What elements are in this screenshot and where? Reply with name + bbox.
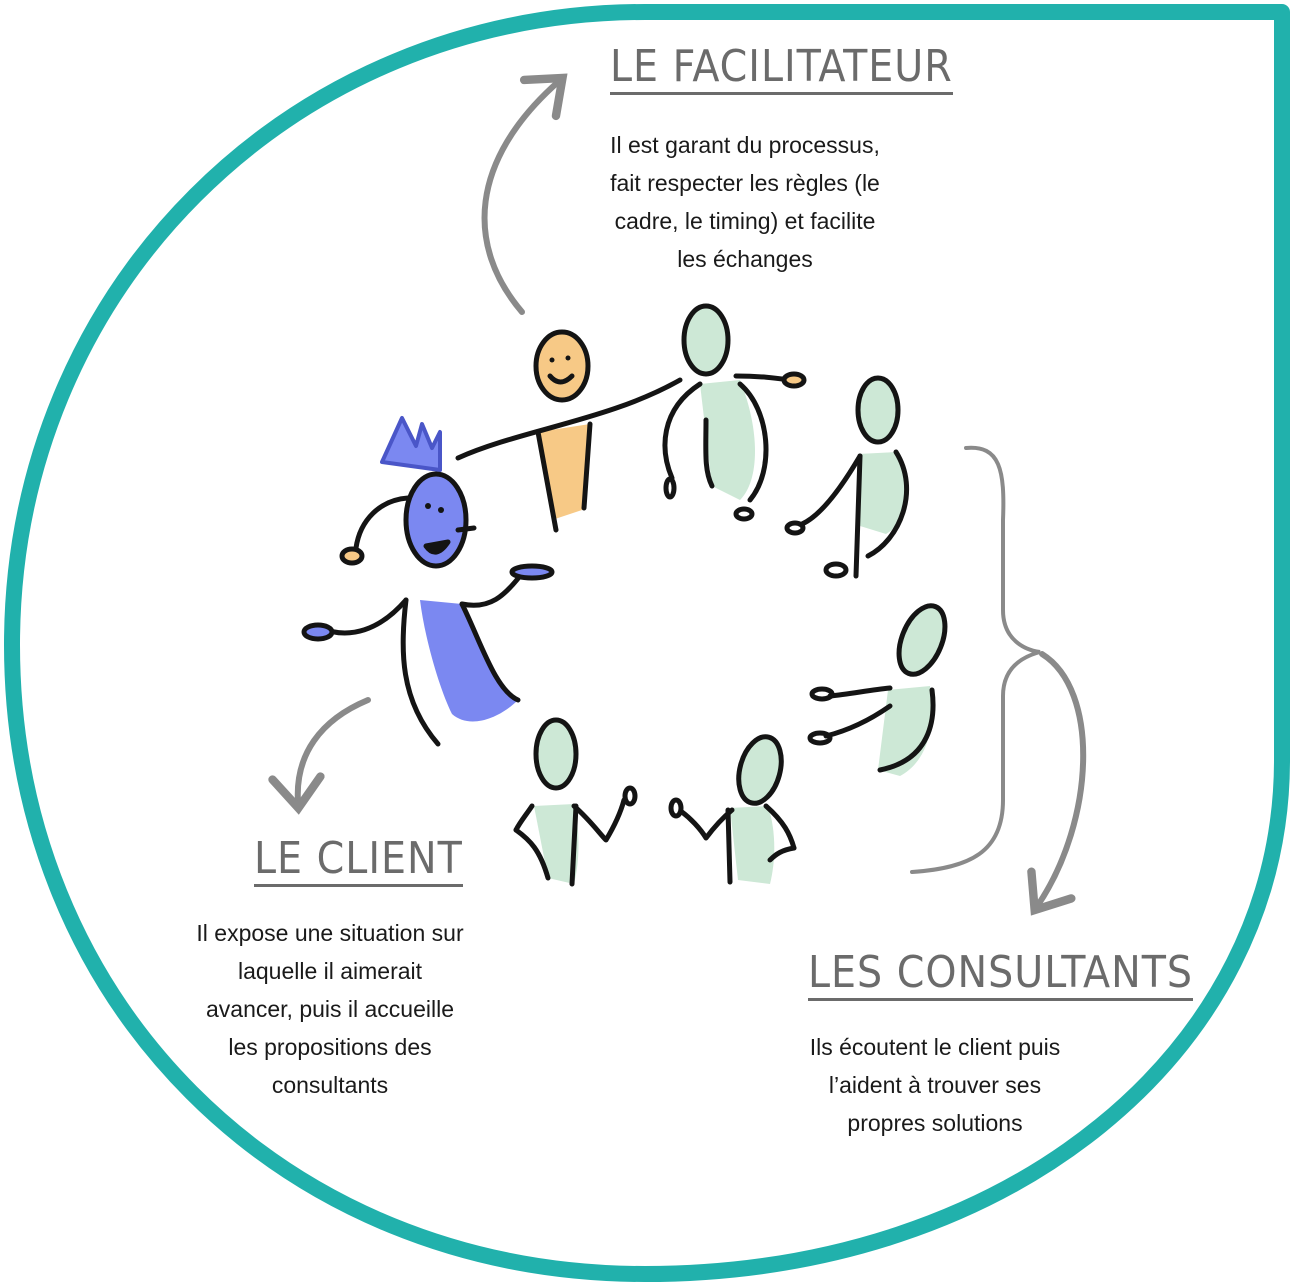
client-line: Il expose une situation sur bbox=[196, 920, 464, 946]
facilitator-figure bbox=[455, 329, 683, 533]
consultant-figure bbox=[662, 303, 807, 522]
consultants-line: propres solutions bbox=[847, 1110, 1023, 1136]
consultants-description: Ils écoutent le client puis l’aident à t… bbox=[730, 1028, 1140, 1142]
consultants-line: l’aident à trouver ses bbox=[828, 1072, 1042, 1098]
consultant-figure bbox=[668, 734, 797, 885]
consultant-figure bbox=[513, 717, 638, 887]
facilitator-description: Il est garant du processus, fait respect… bbox=[540, 126, 950, 278]
facilitator-line: cadre, le timing) et facilite bbox=[614, 208, 876, 234]
client-title: LE CLIENT bbox=[254, 835, 463, 888]
consultant-figure bbox=[784, 375, 910, 579]
client-line: laquelle il aimerait bbox=[237, 958, 423, 984]
client-line: avancer, puis il accueille bbox=[205, 996, 455, 1022]
crown-icon bbox=[380, 416, 442, 472]
facilitator-line: fait respecter les règles (le bbox=[610, 170, 880, 196]
facilitator-line: Il est garant du processus, bbox=[610, 132, 880, 158]
client-arrow bbox=[268, 697, 371, 815]
client-line: les propositions des bbox=[228, 1034, 432, 1060]
facilitator-line: les échanges bbox=[677, 246, 813, 272]
facilitator-title: LE FACILITATEUR bbox=[610, 43, 953, 96]
consultants-arrow bbox=[1027, 651, 1087, 916]
client-figure bbox=[301, 416, 555, 747]
client-line: consultants bbox=[271, 1072, 389, 1098]
consultant-figure bbox=[807, 603, 948, 776]
consultants-line: Ils écoutent le client puis bbox=[809, 1034, 1061, 1060]
client-description: Il expose une situation sur laquelle il … bbox=[120, 914, 540, 1104]
teardrop-frame bbox=[4, 4, 1290, 1282]
facilitator-arrow bbox=[481, 73, 568, 315]
consultants-title: LES CONSULTANTS bbox=[808, 949, 1194, 1002]
